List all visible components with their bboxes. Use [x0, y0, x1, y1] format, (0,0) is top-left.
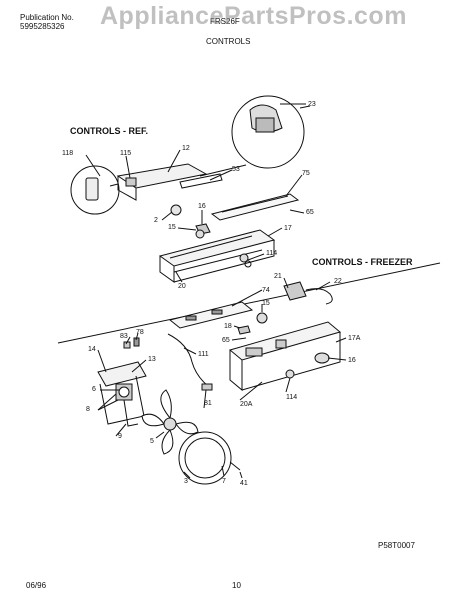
callout: 7 — [222, 478, 226, 485]
footer-date: 06/96 — [26, 581, 47, 590]
callout: 65 — [306, 209, 314, 216]
callout: 20A — [240, 401, 253, 408]
callout: 53 — [232, 166, 240, 173]
callout: 12 — [182, 145, 190, 152]
callout: 20 — [178, 283, 186, 290]
detail-circle — [231, 95, 305, 169]
page-title: CONTROLS — [206, 37, 251, 46]
callout: 16 — [348, 357, 356, 364]
callout: 65 — [222, 337, 230, 344]
callout: 111 — [198, 351, 209, 358]
callout: 13 — [148, 356, 156, 363]
callout: 16 — [198, 203, 206, 210]
callout: 15 — [262, 300, 270, 307]
callout: 78 — [136, 329, 144, 336]
callout: 22 — [334, 278, 342, 285]
publication-label: Publication No. — [20, 13, 74, 22]
callout: 18 — [224, 323, 232, 330]
callout: 5 — [150, 438, 154, 445]
model-number: FRS26F — [210, 17, 240, 26]
callout: 114 — [266, 250, 278, 257]
callout: 3 — [184, 478, 188, 485]
section-title-ref: CONTROLS - REF. — [70, 126, 148, 136]
callout: 74 — [262, 287, 270, 294]
callout: 2 — [154, 217, 158, 224]
publication-number: 5995285326 — [20, 22, 65, 31]
page-number: 10 — [232, 581, 241, 590]
callout: 23 — [308, 101, 316, 108]
callout: 83 — [120, 333, 128, 340]
callout: 15 — [168, 224, 176, 231]
callout: 14 — [88, 346, 96, 353]
callout: 114 — [286, 394, 298, 401]
callout: 41 — [240, 480, 248, 487]
callout: 6 — [92, 386, 96, 393]
watermark: AppliancePartsPros.com — [100, 2, 407, 30]
callout: 17 — [284, 225, 292, 232]
callout: 81 — [204, 400, 212, 407]
callout: 8 — [86, 406, 90, 413]
callout: 75 — [302, 170, 310, 177]
callout: 21 — [274, 273, 282, 280]
callout: 17A — [348, 335, 361, 342]
callout: 9 — [118, 433, 122, 440]
section-title-freezer: CONTROLS - FREEZER — [312, 257, 413, 267]
drawing-code: P58T0007 — [378, 541, 415, 550]
section-divider — [57, 262, 441, 344]
callout: 118 — [62, 150, 74, 157]
callout: 115 — [120, 150, 132, 157]
